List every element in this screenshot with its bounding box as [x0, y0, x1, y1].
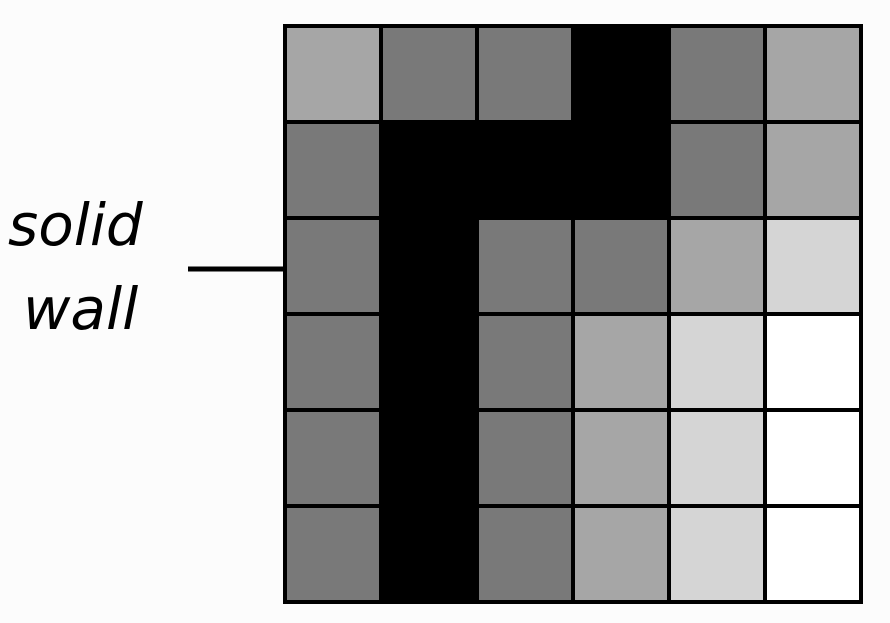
- grid-cell-dark: [287, 316, 379, 408]
- grid-cell-medium: [767, 124, 859, 216]
- grid-cell-dark: [479, 220, 571, 312]
- grid-cell-white: [767, 316, 859, 408]
- solid-wall-label: solid wall: [8, 183, 188, 351]
- grid-cell-dark: [575, 220, 667, 312]
- grid-cell-wall: [575, 124, 667, 216]
- grid-cell-light: [767, 220, 859, 312]
- grid-cell-medium: [575, 508, 667, 600]
- grid-cell-medium: [287, 28, 379, 120]
- grid-cell-light: [671, 508, 763, 600]
- grid-cell-white: [767, 412, 859, 504]
- grid-cell-white: [767, 508, 859, 600]
- grid-cell-medium: [767, 28, 859, 120]
- grid-cell-dark: [287, 220, 379, 312]
- grid-cell-dark: [479, 412, 571, 504]
- grid-cell-light: [671, 412, 763, 504]
- grid-cell-light: [671, 316, 763, 408]
- label-line-solid: solid: [8, 191, 143, 259]
- grid-cell-dark: [383, 28, 475, 120]
- grid-cell-medium: [671, 220, 763, 312]
- grid-cell-dark: [287, 508, 379, 600]
- grid-cell-medium: [575, 412, 667, 504]
- grid-cell-dark: [287, 124, 379, 216]
- grid-cell-dark: [479, 508, 571, 600]
- wall-grid: [283, 24, 863, 604]
- grid-cell-wall: [479, 124, 571, 216]
- grid-cell-wall: [383, 412, 475, 504]
- grid-cell-wall: [383, 124, 475, 216]
- grid-cell-wall: [383, 508, 475, 600]
- label-line-wall: wall: [23, 275, 139, 343]
- grid-cell-medium: [575, 316, 667, 408]
- grid-cell-dark: [479, 316, 571, 408]
- grid-cell-wall: [575, 28, 667, 120]
- grid-cell-wall: [383, 316, 475, 408]
- grid-cell-dark: [287, 412, 379, 504]
- grid-cell-dark: [671, 124, 763, 216]
- grid-cell-dark: [479, 28, 571, 120]
- grid-cell-dark: [671, 28, 763, 120]
- grid-cell-wall: [383, 220, 475, 312]
